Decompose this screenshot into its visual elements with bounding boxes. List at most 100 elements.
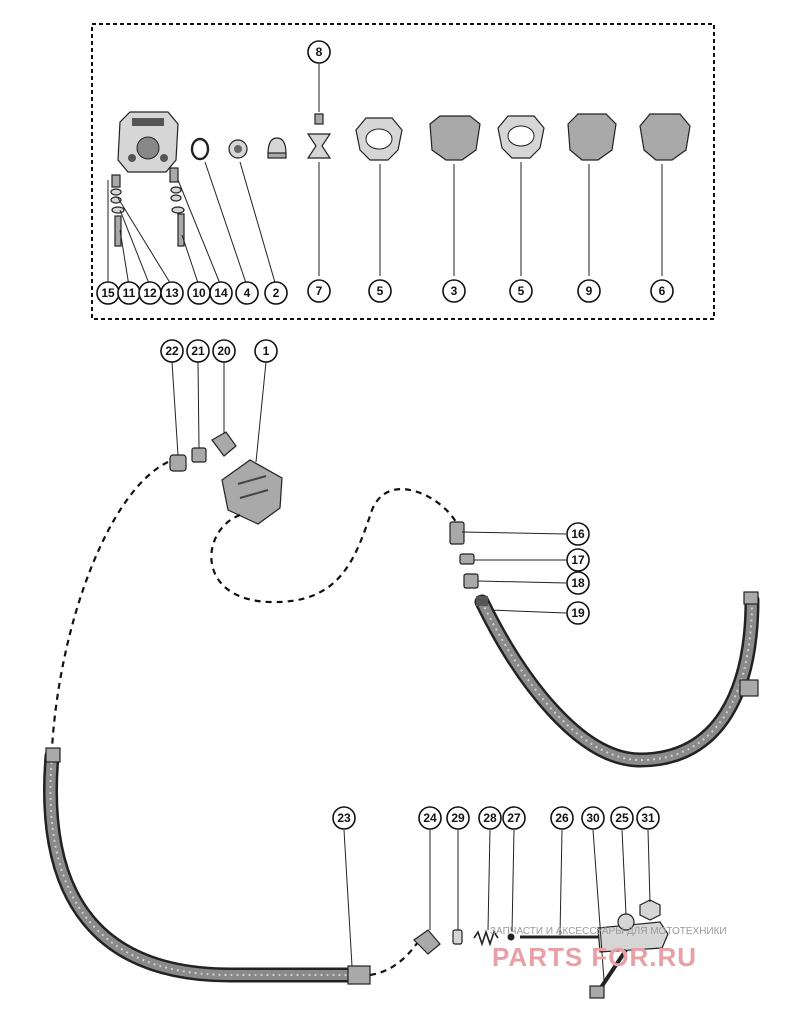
svg-text:24: 24 <box>423 811 437 825</box>
callout-14: 14 <box>209 281 233 305</box>
callout-23: 23 <box>332 806 356 830</box>
fuel-hose-23 <box>43 747 371 985</box>
sleeve-18-part <box>463 573 479 589</box>
svg-text:12: 12 <box>143 286 157 300</box>
fitting-21-part <box>191 447 207 463</box>
svg-text:28: 28 <box>483 811 497 825</box>
svg-text:21: 21 <box>191 344 205 358</box>
valve-part <box>228 139 248 159</box>
svg-text:17: 17 <box>571 553 585 567</box>
callout-20: 20 <box>212 339 236 363</box>
right-fitting-leaders <box>461 531 567 614</box>
pump-cover-part <box>117 111 179 173</box>
watermark-caption: ЗАПЧАСТИ И АКСЕССУАРЫ ДЛЯ МОТОТЕХНИКИ <box>490 926 727 937</box>
svg-text:7: 7 <box>316 284 323 298</box>
callout-24: 24 <box>418 806 442 830</box>
callout-10: 10 <box>187 281 211 305</box>
callout-27: 27 <box>502 806 526 830</box>
callout-21: 21 <box>186 339 210 363</box>
fitting-22-part <box>169 454 187 472</box>
svg-text:14: 14 <box>214 286 228 300</box>
o-ring-part <box>190 137 210 161</box>
nut-17-part <box>459 553 475 565</box>
svg-text:5: 5 <box>377 284 384 298</box>
valve-body-25-part <box>597 913 669 953</box>
svg-text:16: 16 <box>571 527 585 541</box>
diaphragm-b <box>567 113 617 161</box>
gasket-a <box>355 117 403 161</box>
svg-text:8: 8 <box>316 45 323 59</box>
callout-31: 31 <box>636 806 660 830</box>
callout-25: 25 <box>610 806 634 830</box>
valve-cap-part <box>267 137 287 159</box>
svg-text:22: 22 <box>165 344 179 358</box>
svg-text:5: 5 <box>518 284 525 298</box>
callout-12: 12 <box>138 281 162 305</box>
diaphragm-a <box>429 115 481 161</box>
svg-text:25: 25 <box>615 811 629 825</box>
svg-text:31: 31 <box>641 811 655 825</box>
callout-19: 19 <box>566 601 590 625</box>
callout-4: 4 <box>235 281 259 305</box>
svg-text:18: 18 <box>571 576 585 590</box>
ball-27-part <box>507 933 515 941</box>
svg-text:3: 3 <box>451 284 458 298</box>
callout-29: 29 <box>446 806 470 830</box>
spool-part <box>306 113 332 159</box>
callout-30: 30 <box>581 806 605 830</box>
svg-text:27: 27 <box>507 811 521 825</box>
svg-text:2: 2 <box>273 286 280 300</box>
svg-text:30: 30 <box>586 811 600 825</box>
svg-text:15: 15 <box>101 286 115 300</box>
svg-text:20: 20 <box>217 344 231 358</box>
kit-box <box>91 23 715 320</box>
callout-26: 26 <box>550 806 574 830</box>
seat-29-part <box>452 929 463 945</box>
svg-text:23: 23 <box>337 811 351 825</box>
leader-23 <box>343 829 353 967</box>
bolt-30-part <box>589 948 628 999</box>
dashed-route-left <box>50 461 169 749</box>
callout-8: 8 <box>307 40 331 64</box>
dashed-route-bottom <box>369 941 419 977</box>
nut-31-part <box>639 899 661 921</box>
svg-text:9: 9 <box>586 284 593 298</box>
callout-17: 17 <box>566 548 590 572</box>
valve-leaders <box>429 829 651 981</box>
callout-16: 16 <box>566 522 590 546</box>
watermark: ЗАПЧАСТИ И АКСЕССУАРЫ ДЛЯ МОТОТЕХНИКИ PA… <box>490 926 727 972</box>
fuel-pump-part <box>221 459 283 525</box>
svg-text:11: 11 <box>123 286 136 300</box>
callout-28: 28 <box>478 806 502 830</box>
screw-set-left <box>110 174 125 247</box>
svg-text:10: 10 <box>192 286 206 300</box>
svg-text:29: 29 <box>451 811 465 825</box>
callout-3: 3 <box>442 279 466 303</box>
gasket-c <box>639 113 691 161</box>
fuel-hose-19 <box>474 591 760 768</box>
gasket-b <box>497 115 545 159</box>
elbow-24-part <box>413 929 441 955</box>
dashed-route-pump-loop <box>210 488 457 604</box>
callout-13: 13 <box>160 281 184 305</box>
screw-set-middle <box>169 167 185 247</box>
watermark-logo: PARTS FOR.RU <box>492 942 697 972</box>
svg-text:1: 1 <box>263 344 270 358</box>
callout-6: 6 <box>650 279 674 303</box>
callout-11: 11 <box>117 281 141 305</box>
callout-5a: 5 <box>368 279 392 303</box>
svg-text:26: 26 <box>555 811 569 825</box>
pump-leaders <box>171 361 267 463</box>
callout-7: 7 <box>307 279 331 303</box>
spring-28-part <box>473 929 499 947</box>
callout-2: 2 <box>264 281 288 305</box>
kit-leaders <box>107 64 663 287</box>
svg-text:4: 4 <box>244 286 251 300</box>
callout-22: 22 <box>160 339 184 363</box>
callout-9: 9 <box>577 279 601 303</box>
callout-18: 18 <box>566 571 590 595</box>
callout-15: 15 <box>96 281 120 305</box>
svg-text:13: 13 <box>165 286 179 300</box>
fitting-16-part <box>449 521 465 545</box>
